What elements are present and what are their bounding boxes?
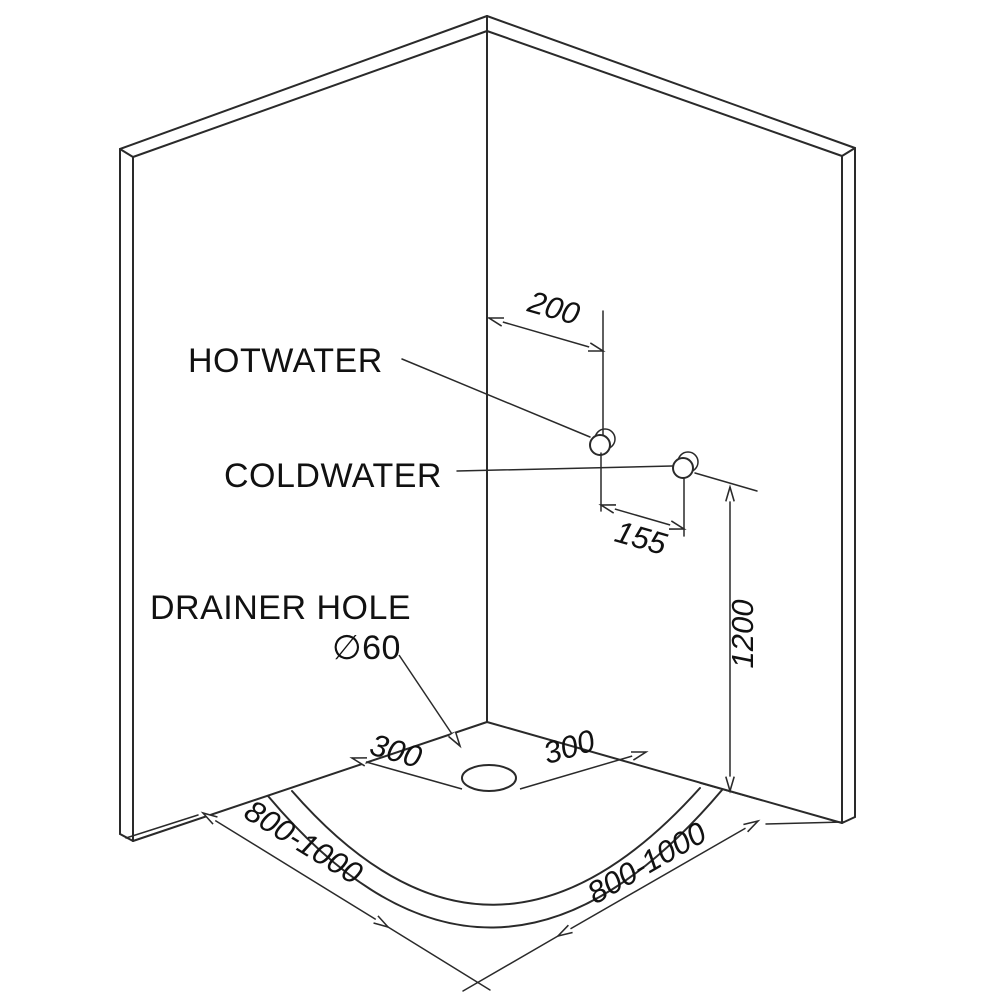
dim-155-text: 155 bbox=[611, 514, 671, 562]
dim-800-right-overshoot bbox=[462, 935, 559, 992]
dim-300-left-line bbox=[349, 757, 463, 790]
dim-300-left-text: 300 bbox=[366, 727, 425, 775]
coldwater-leader-line bbox=[456, 465, 673, 472]
dim-155-line bbox=[598, 504, 687, 530]
dim-800-left-extension bbox=[125, 814, 199, 839]
right-wall-top-inner-edge bbox=[486, 30, 843, 157]
hotwater-outlet bbox=[589, 434, 611, 456]
dim-1200-text: 1200 bbox=[725, 600, 760, 669]
right-wall-bottom-edge bbox=[486, 721, 843, 824]
coldwater-outlet bbox=[672, 457, 694, 479]
left-wall-bottom-edge bbox=[132, 721, 488, 842]
dim-800-right-line bbox=[555, 819, 761, 938]
dim-1200-extension-top bbox=[694, 472, 758, 492]
dim-300-right-line bbox=[519, 751, 649, 790]
left-wall-top-outer-edge bbox=[119, 15, 488, 150]
drainer-diameter-label: ∅60 bbox=[332, 629, 401, 667]
dim-800-left-line bbox=[200, 811, 391, 929]
drainer-hole-label: DRAINER HOLE bbox=[150, 589, 411, 627]
dim-200-text: 200 bbox=[523, 284, 583, 332]
hotwater-label: HOTWATER bbox=[188, 342, 383, 380]
left-wall-top-inner-edge bbox=[132, 30, 488, 158]
left-wall-top-corner-edge bbox=[119, 148, 134, 158]
dim-300-right-text: 300 bbox=[539, 723, 599, 771]
dim-800-left-overshoot bbox=[387, 926, 491, 991]
coldwater-label: COLDWATER bbox=[224, 457, 442, 495]
dim-1200-extension-bottom bbox=[699, 782, 758, 800]
dim-200-line bbox=[486, 317, 606, 352]
dim-800-right-extension bbox=[765, 821, 845, 825]
right-wall-top-corner-edge bbox=[841, 147, 856, 157]
drain-hole bbox=[461, 764, 517, 792]
dim-800-right-text: 800-1000 bbox=[581, 815, 712, 911]
right-wall-top-outer-edge bbox=[486, 15, 856, 149]
dim-800-left-text: 800-1000 bbox=[238, 793, 368, 891]
drainer-leader-line bbox=[398, 654, 462, 749]
hotwater-leader-line bbox=[401, 358, 591, 438]
